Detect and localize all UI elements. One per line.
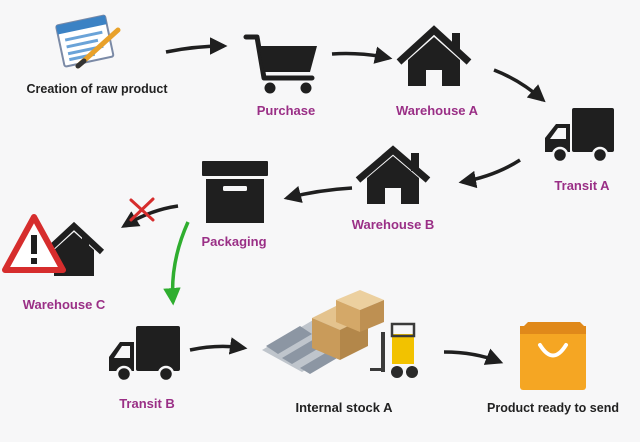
arrow-transit-a-to-warehouse-b	[458, 158, 521, 189]
arrow-purchase-to-warehouse-a	[331, 46, 393, 64]
shopping-bag-icon	[520, 322, 586, 390]
label-warehouse-c: Warehouse C	[23, 297, 106, 312]
arrow-transit-b-to-internal-stock	[189, 337, 248, 355]
arrow-packaging-to-warehouse-c	[121, 204, 179, 228]
cross-icon	[129, 197, 155, 222]
label-packaging: Packaging	[201, 234, 266, 249]
shopping-cart-icon	[243, 34, 317, 94]
arrow-raw-to-purchase	[165, 37, 228, 55]
truck-icon	[545, 108, 614, 164]
label-warehouse-a: Warehouse A	[396, 103, 479, 118]
arrow-internal-stock-to-product-ready	[443, 348, 504, 365]
label-product-ready-to-send: Product ready to send	[487, 401, 619, 415]
warning-house-icon	[2, 214, 105, 276]
document-pen-icon	[55, 14, 121, 69]
arrow-warehouse-a-to-transit-a	[493, 68, 546, 103]
box-icon	[202, 161, 268, 223]
house-icon	[396, 25, 472, 86]
arrow-packaging-to-transit-b	[163, 221, 190, 306]
label-transit-b: Transit B	[119, 396, 175, 411]
truck-icon	[109, 326, 180, 383]
label-creation-of-raw-product: Creation of raw product	[27, 82, 169, 96]
arrow-warehouse-b-to-packaging	[283, 186, 353, 203]
house-icon	[355, 145, 431, 204]
label-transit-a: Transit A	[554, 178, 610, 193]
label-warehouse-b: Warehouse B	[352, 217, 435, 232]
warehouse-forklift-icon	[262, 290, 418, 378]
label-purchase: Purchase	[257, 103, 316, 118]
label-internal-stock-a: Internal stock A	[295, 400, 393, 415]
